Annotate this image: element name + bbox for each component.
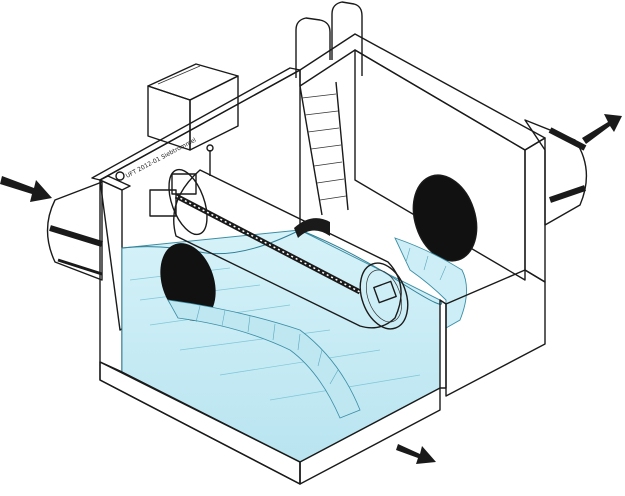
flow-arrow-right-icon	[582, 114, 622, 144]
right-outer-wall	[439, 137, 546, 397]
outlet-pipe-right	[524, 119, 588, 226]
front-wall-right	[299, 387, 441, 485]
outlet-channel	[394, 237, 467, 329]
inlet-opening	[160, 243, 361, 419]
flow-arrow-bottom-icon	[396, 444, 436, 464]
back-wall-right	[299, 33, 546, 281]
control-cabinet	[147, 63, 239, 151]
ladder	[295, 1, 363, 216]
outlet-opening-right	[412, 174, 478, 262]
screw-conveyor	[149, 144, 362, 295]
inlet-pipe-left	[46, 181, 103, 281]
plate-label: UFT 2012-01 Siebtrommel	[125, 136, 198, 179]
flow-arrow-left-icon	[0, 176, 52, 202]
